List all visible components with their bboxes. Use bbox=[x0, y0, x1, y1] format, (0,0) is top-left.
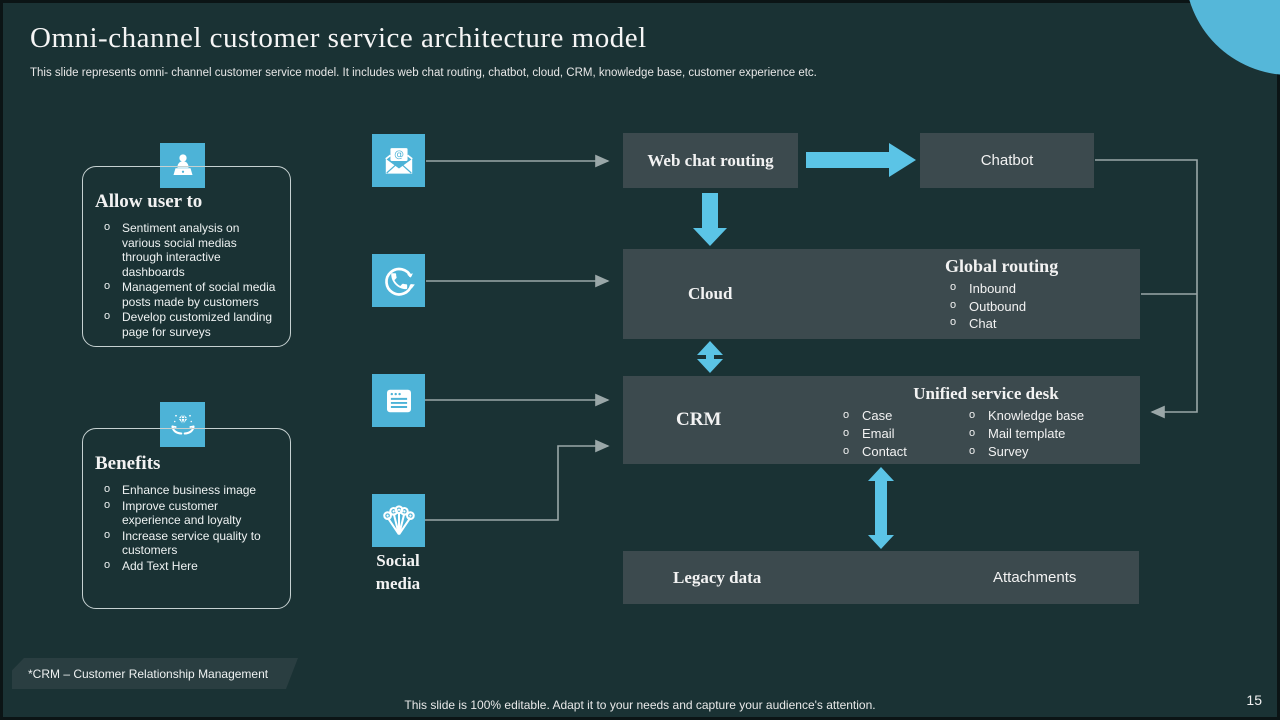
unified-service-desk-section: Unified service desk Case Email Contact … bbox=[838, 384, 1134, 461]
list-item: Inbound bbox=[945, 279, 1058, 298]
list-item: Email bbox=[838, 424, 964, 443]
list-item: Develop customized landing page for surv… bbox=[95, 309, 278, 339]
benefits-title: Benefits bbox=[95, 453, 161, 474]
list-item: Outbound bbox=[945, 297, 1058, 316]
arrow-webchat-to-chatbot bbox=[806, 143, 916, 177]
list-item: Enhance business image bbox=[95, 482, 278, 498]
allow-user-title: Allow user to bbox=[95, 191, 203, 212]
corner-circle-decoration bbox=[1185, 0, 1280, 75]
legacy-data-box: Legacy data Attachments bbox=[623, 551, 1139, 604]
chatbot-box: Chatbot bbox=[920, 133, 1094, 188]
allow-user-panel: Allow user to Sentiment analysis on vari… bbox=[82, 166, 291, 347]
social-media-icon bbox=[372, 494, 425, 547]
editable-note: This slide is 100% editable. Adapt it to… bbox=[404, 698, 876, 712]
list-item: Chat bbox=[945, 314, 1058, 333]
benefits-bullet-list: Enhance business image Improve customer … bbox=[95, 482, 278, 574]
attachments-label: Attachments bbox=[993, 569, 1077, 586]
list-item: Sentiment analysis on various social med… bbox=[95, 220, 278, 279]
list-item: Management of social media posts made by… bbox=[95, 279, 278, 309]
unified-service-desk-title: Unified service desk bbox=[913, 384, 1059, 403]
allow-user-bullet-list: Sentiment analysis on various social med… bbox=[95, 220, 278, 339]
page-subtitle: This slide represents omni- channel cust… bbox=[30, 67, 817, 79]
chatbot-label: Chatbot bbox=[980, 152, 1034, 169]
list-form-icon bbox=[372, 374, 425, 427]
user-at-laptop-icon bbox=[160, 143, 205, 188]
arrow-cloud-crm-bidirectional bbox=[697, 341, 723, 373]
list-item: Increase service quality to customers bbox=[95, 528, 278, 558]
usd-left-list: Case Email Contact bbox=[838, 406, 964, 461]
social-media-label: Social media bbox=[375, 551, 421, 593]
list-item: Contact bbox=[838, 442, 964, 461]
legacy-data-label: Legacy data bbox=[673, 567, 762, 587]
email-icon: @ bbox=[372, 134, 425, 187]
crm-footnote-banner: *CRM – Customer Relationship Management bbox=[12, 658, 298, 689]
page-number: 15 bbox=[1246, 692, 1262, 708]
cloud-box: Cloud Global routing Inbound Outbound Ch… bbox=[623, 249, 1140, 339]
list-item: Survey bbox=[964, 442, 1084, 461]
global-routing-section: Global routing Inbound Outbound Chat bbox=[945, 256, 1058, 333]
connector-social-to-crm bbox=[425, 439, 610, 521]
benefits-panel: Benefits Enhance business image Improve … bbox=[82, 428, 291, 609]
web-chat-routing-label: Web chat routing bbox=[647, 150, 774, 170]
hands-holding-diamond-icon bbox=[160, 402, 205, 447]
arrow-crm-legacy-bidirectional bbox=[868, 467, 894, 549]
svg-text:@: @ bbox=[394, 149, 404, 160]
crm-label: CRM bbox=[676, 409, 722, 430]
list-item: Knowledge base bbox=[964, 406, 1084, 425]
list-item: Mail template bbox=[964, 424, 1084, 443]
cloud-label: Cloud bbox=[688, 284, 733, 303]
crm-box: CRM Unified service desk Case Email Cont… bbox=[623, 376, 1140, 464]
global-routing-list: Inbound Outbound Chat bbox=[945, 279, 1058, 333]
list-item: Add Text Here bbox=[95, 558, 278, 574]
list-item: Improve customer experience and loyalty bbox=[95, 498, 278, 528]
web-chat-routing-box: Web chat routing bbox=[623, 133, 798, 188]
arrow-webchat-to-cloud bbox=[693, 193, 727, 246]
usd-right-list: Knowledge base Mail template Survey bbox=[964, 406, 1084, 461]
list-item: Case bbox=[838, 406, 964, 425]
global-routing-title: Global routing bbox=[945, 256, 1059, 276]
crm-footnote-text: *CRM – Customer Relationship Management bbox=[28, 666, 269, 681]
phone-routing-icon bbox=[372, 254, 425, 307]
page-title: Omni-channel customer service architectu… bbox=[30, 22, 647, 54]
